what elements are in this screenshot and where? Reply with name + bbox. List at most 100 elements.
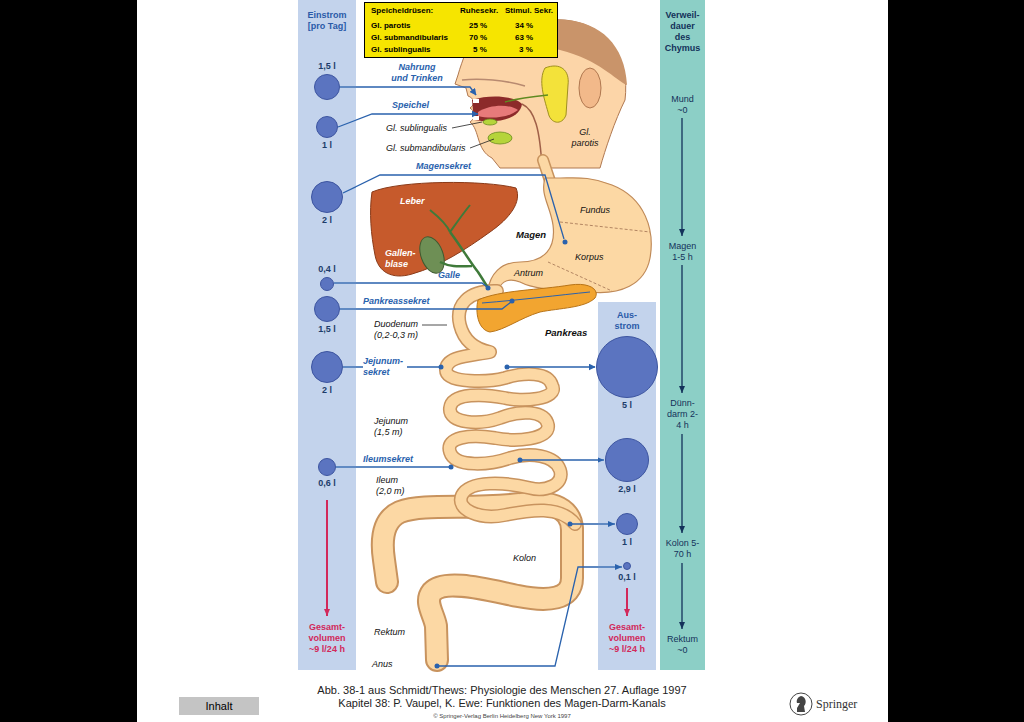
table-heading: Speicheldrüsen:: [371, 6, 433, 16]
volume-value-holder: 2 l: [302, 385, 352, 396]
flow-dot: [568, 522, 573, 527]
band-arrow-head: [679, 622, 685, 629]
band-arrow-line: [334, 282, 356, 283]
flow-dot: [449, 465, 454, 470]
table-cell-holder: 3 %: [519, 45, 533, 55]
band-arrow-head: [624, 609, 630, 616]
organ-label-holder: Magen: [516, 229, 550, 240]
total-volume: Gesamt- volumen ~9 l/24 h: [304, 622, 350, 655]
table-cell: Stimul. Sekr.: [505, 6, 553, 16]
organ-label-holder: Ileum (2,0 m): [376, 475, 414, 497]
flow-arrow: [336, 466, 450, 467]
gland-label-holder: Gl. sublingualis: [386, 123, 456, 134]
band-arrow-line: [338, 120, 356, 127]
volume-circle-fill: [617, 514, 638, 535]
volume-circle-fill: [597, 337, 658, 398]
band-arrow-head: [324, 609, 330, 616]
volume-circle-fill: [315, 75, 340, 100]
table-cell: 3 %: [519, 45, 533, 55]
inflow-band: Einstrom [pro Tag] Gesamt- volumen ~9 l/2…: [298, 0, 356, 670]
volume-value-holder: 2 l: [302, 215, 352, 226]
flow-label-holder: Nahrung und Trinken: [390, 62, 444, 84]
flow-label: Galle: [438, 270, 468, 281]
copyright-note: © Springer-Verlag Berlin Heidelberg New …: [402, 713, 602, 720]
bile-ducts: [430, 205, 470, 232]
volume-circle-fill: [319, 459, 336, 476]
band-arrow-line: [340, 308, 356, 309]
tongue: [478, 106, 518, 118]
volume-circle: 1 l: [316, 116, 338, 138]
volume-value: 5 l: [602, 400, 652, 411]
volume-value: 1,5 l: [302, 324, 352, 335]
colon-fill: [429, 530, 572, 660]
flow-label: Ileumsekret: [363, 454, 425, 465]
volume-circle: 1 l: [616, 513, 638, 535]
gland-label: Gl. sublingualis: [386, 123, 456, 134]
figure-caption: Abb. 38-1 aus Schmidt/Thews: Physiologie…: [302, 684, 702, 710]
stomach-region-line: [548, 222, 650, 291]
volume-circle: 0,4 l: [320, 277, 334, 291]
band-arrow-line: [326, 500, 328, 616]
copyright-note-holder: © Springer-Verlag Berlin Heidelberg New …: [402, 713, 602, 720]
band-arrow-line: [340, 86, 356, 87]
flow-dot: [505, 365, 510, 370]
volume-circle-shape: [316, 116, 338, 138]
teeth: [473, 116, 479, 120]
volume-value: 0,4 l: [302, 264, 352, 275]
inflow-heading-holder: Einstrom [pro Tag]: [300, 10, 354, 32]
organ-label-holder: Pankreas: [545, 327, 595, 338]
outflow-band: Aus- stromGesamt- volumen ~9 l/24 h 5 l 2,…: [598, 302, 656, 670]
dwell-time-holder: Mund ~0: [666, 94, 700, 116]
band-arrow-line: [681, 265, 682, 393]
total-volume: Gesamt- volumen ~9 l/24 h: [604, 622, 650, 655]
small-intestine-outline: [446, 291, 575, 524]
contents-button: Inhalt: [179, 697, 259, 715]
inflow-heading: Einstrom [pro Tag]: [300, 10, 354, 32]
flow-label: Magensekret: [416, 161, 486, 172]
submandibular-gland: [488, 132, 512, 144]
sublingual-gland: [483, 119, 497, 125]
volume-circle-shape: [314, 296, 340, 322]
dwell-time-holder: Magen 1-5 h: [666, 241, 700, 263]
volume-value: 2 l: [302, 385, 352, 396]
table-cell: 34 %: [515, 21, 533, 31]
flow-label-holder: Magensekret: [416, 161, 486, 172]
volume-value: 1 l: [302, 140, 352, 151]
flow-label: Pankreassekret: [363, 296, 443, 307]
table-cell-holder: 34 %: [515, 21, 533, 31]
publisher-logo: [797, 696, 806, 712]
gland-label: Gl. parotis: [567, 127, 603, 149]
organ-label-holder: Duodenum (0,2-0,3 m): [374, 319, 434, 341]
flow-label-holder: Jejunum- sekret: [363, 356, 407, 378]
organ-label-holder: Rektum: [374, 627, 414, 638]
volume-value-holder: 1,5 l: [302, 61, 352, 72]
organ-part-label: Antrum: [514, 268, 550, 279]
volume-circle-fill: [606, 439, 649, 482]
volume-circle-shape: [320, 277, 334, 291]
flow-label: Jejunum- sekret: [363, 356, 407, 378]
volume-value: 0,6 l: [302, 478, 352, 489]
flow-dot: [518, 458, 523, 463]
organ-part-label: Fundus: [580, 205, 620, 216]
flow-label-holder: Speichel: [392, 100, 436, 111]
publisher-name-holder: Springer: [816, 697, 876, 711]
dwell-time: Dünn- darm 2-4 h: [666, 398, 700, 431]
volume-circle-shape: [616, 513, 638, 535]
flow-label-holder: Galle: [438, 270, 468, 281]
volume-circle: 2,9 l: [605, 438, 649, 482]
flow-dot: [563, 240, 568, 245]
organ-label-holder: Anus: [372, 659, 402, 670]
volume-circle-shape: [596, 336, 658, 398]
volume-value: 1,5 l: [302, 61, 352, 72]
volume-circle-shape: [314, 74, 340, 100]
nasal-cavity: [462, 79, 525, 86]
gland-label-holder: Gl. parotis: [567, 127, 603, 149]
organ-label: Kolon: [513, 553, 547, 564]
flow-arrows: [334, 87, 622, 666]
dwell-time-holder: Rektum ~0: [666, 634, 700, 656]
outflow-heading-holder: Aus- strom: [607, 310, 647, 332]
volume-circle-shape: [311, 351, 343, 383]
dwell-heading-holder: Verweil- dauer des Chymus: [664, 10, 702, 54]
organ-label-holder: Gallen- blase: [385, 248, 419, 270]
